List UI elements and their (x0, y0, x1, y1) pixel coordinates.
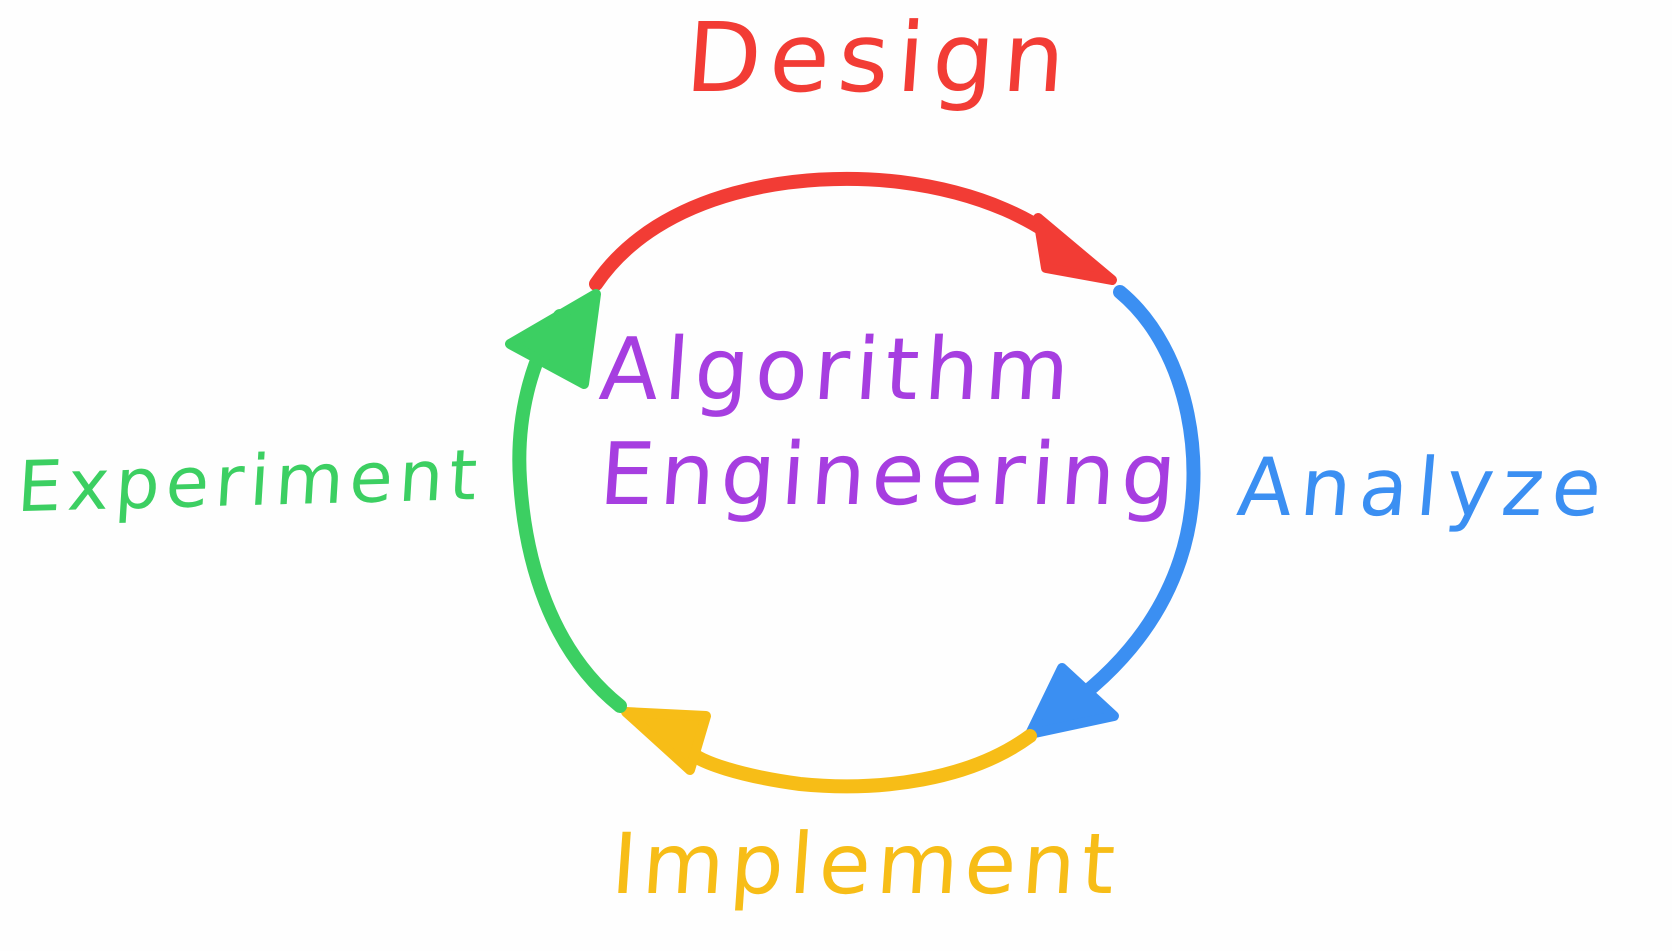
center-title: Algorithm Engineering (597, 318, 1186, 528)
center-title-line2: Engineering (596, 424, 1186, 525)
analyze-arrowhead (1025, 663, 1119, 739)
implement-arc (683, 729, 1037, 794)
design-arrowhead (1033, 213, 1117, 285)
experiment-arc (512, 309, 627, 713)
implement-arrowhead (621, 707, 711, 775)
experiment-arrowhead (505, 289, 601, 389)
stage-label-implement: Implement (608, 815, 1125, 913)
center-title-line1: Algorithm (596, 320, 1079, 420)
stage-label-analyze: Analyze (1233, 441, 1614, 534)
design-arc (589, 171, 1087, 291)
stage-label-experiment: Experiment (15, 433, 486, 529)
analyze-arc (1053, 285, 1201, 719)
stage-label-design: Design (682, 2, 1078, 114)
